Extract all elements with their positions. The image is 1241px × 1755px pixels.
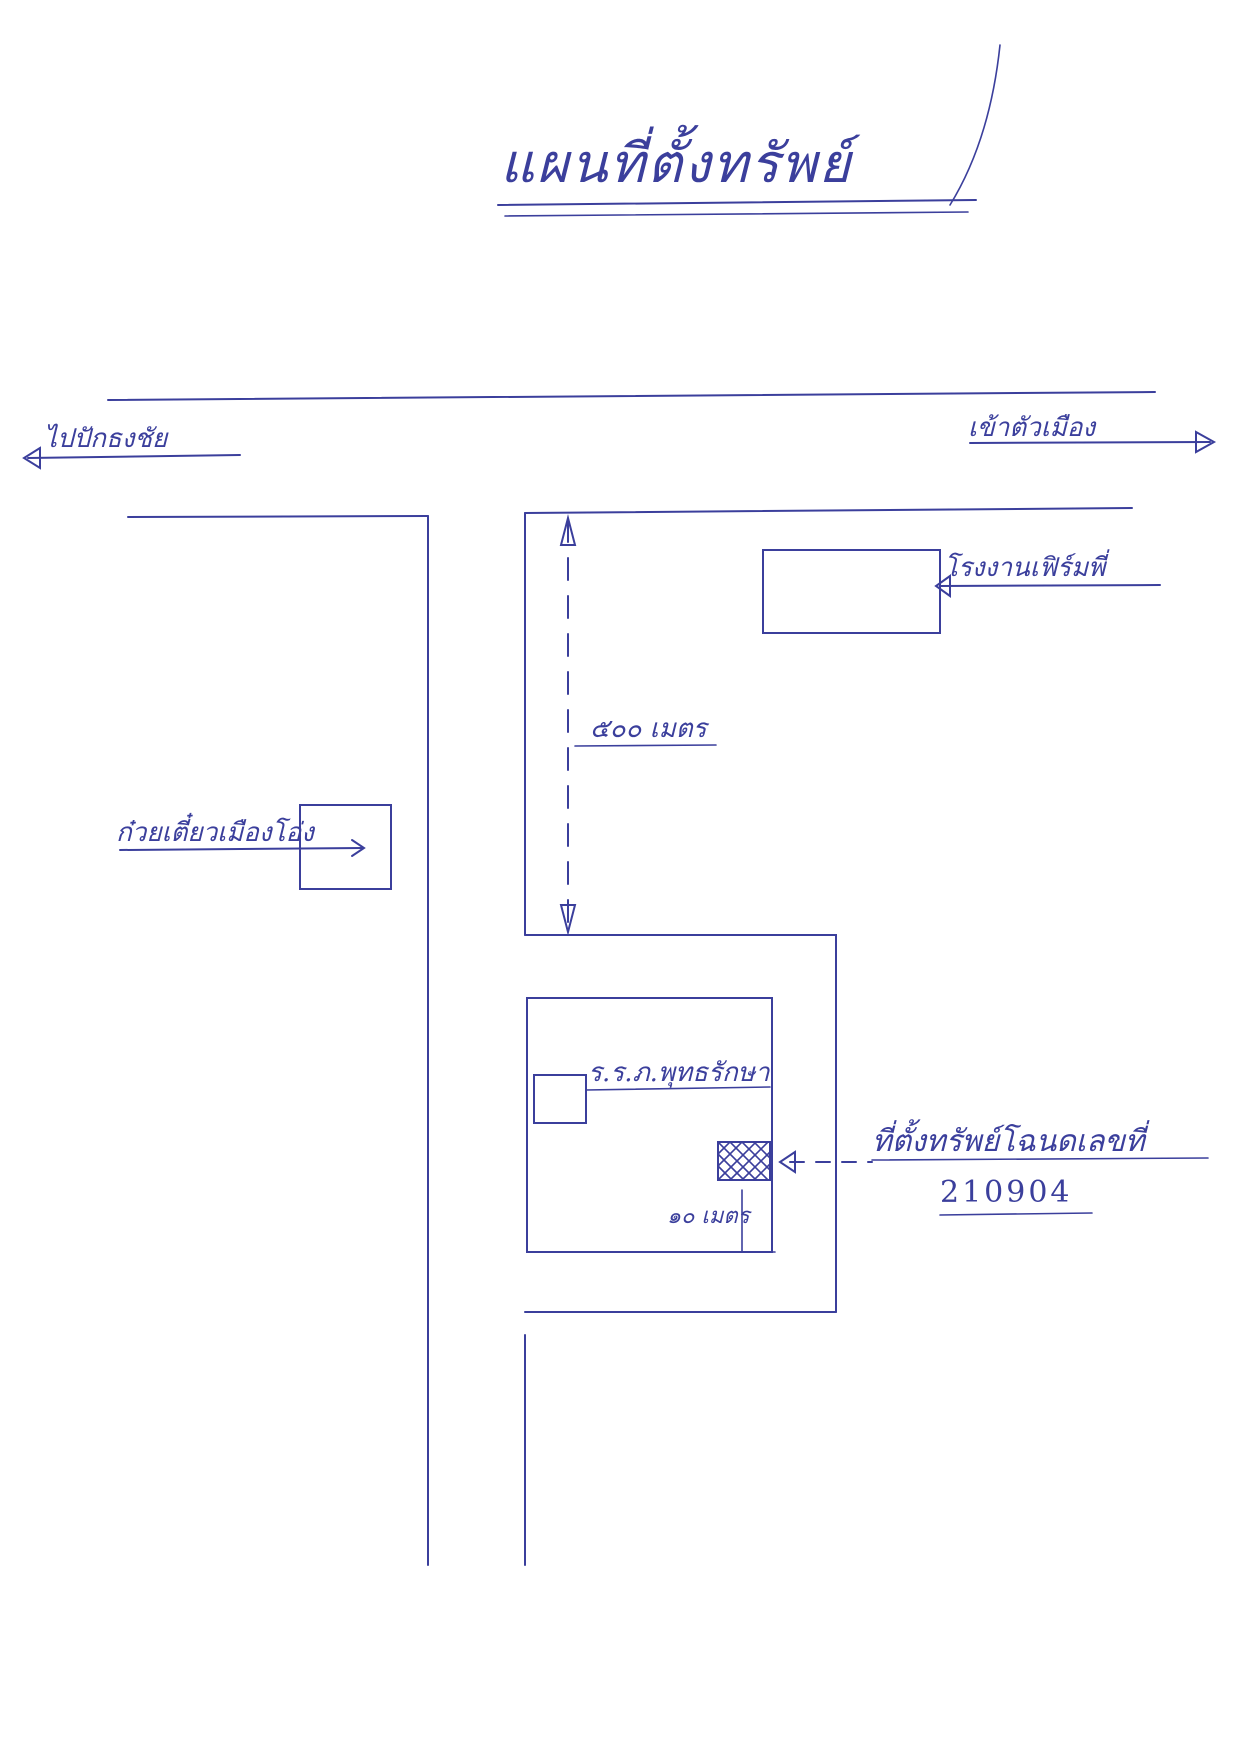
lane-top-edge (524, 934, 837, 1313)
label-distance-10m: ๑๐ เมตร (667, 1204, 750, 1229)
label-deed-number: 210904 (940, 1175, 1073, 1210)
noodle-shop-pointer-arrow (119, 839, 366, 857)
side-road-top-left-edge (127, 515, 429, 518)
distance-500m-marker (559, 514, 717, 936)
property-pointer-arrow (778, 1150, 1209, 1216)
label-property-location: ที่ตั้งทรัพย์โฉนดเลขที่ (872, 1124, 1145, 1159)
factory-pointer-arrow (934, 574, 1161, 598)
school-building (533, 1074, 587, 1124)
school-label-underline (585, 1086, 771, 1091)
label-to-left-destination: ไปปักธงชัย (44, 424, 168, 454)
title-underline (497, 44, 1001, 217)
compound-boundary (526, 997, 773, 1253)
property-plot (717, 1141, 771, 1181)
factory-building (762, 549, 941, 634)
right-direction-arrow (969, 430, 1217, 454)
distance-10m-marker (741, 1189, 776, 1253)
side-road-top-right-edge (524, 507, 1133, 514)
label-distance-500m: ๕๐๐ เมตร (590, 714, 707, 744)
label-factory: โรงงานเฟิร์มพี่ (944, 553, 1106, 583)
noodle-shop-building (299, 804, 392, 890)
left-direction-arrow (22, 446, 241, 470)
label-to-right-destination: เข้าตัวเมือง (968, 413, 1096, 443)
label-noodle-shop: ก๋วยเตี๋ยวเมืองโอ่ง (116, 818, 314, 848)
label-school: ร.ร.ภ.พุทธรักษา (588, 1058, 770, 1088)
map-title: แผนที่ตั้งทรัพย์ (500, 132, 853, 195)
main-road-line (107, 391, 1156, 401)
